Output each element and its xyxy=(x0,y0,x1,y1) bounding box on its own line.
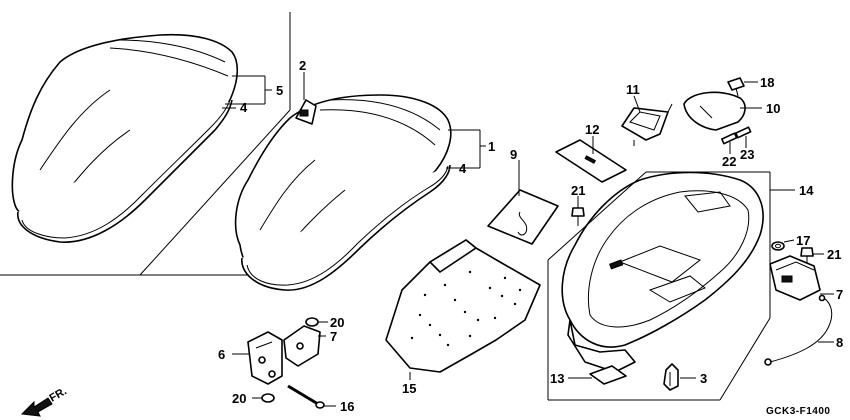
label-9: 8 xyxy=(836,335,843,350)
lock-block xyxy=(769,255,821,301)
pins-22-23 xyxy=(721,126,752,145)
label-19: 18 xyxy=(760,75,774,90)
luggage-box xyxy=(561,171,764,373)
label-5: 5 xyxy=(276,83,283,98)
label-4a: 4 xyxy=(240,100,248,115)
hinge-7 xyxy=(283,325,321,367)
label-15: 14 xyxy=(799,183,814,198)
label-20a: 20 xyxy=(330,315,344,330)
direction-label: FR. xyxy=(48,385,69,404)
cable xyxy=(764,294,833,366)
label-21a: 21 xyxy=(571,183,585,198)
seat-left xyxy=(11,33,239,243)
label-13: 12 xyxy=(585,122,599,137)
label-20b: 20 xyxy=(232,391,246,406)
label-4b: 4 xyxy=(459,161,467,176)
diagram-code: GCK3-F1400 xyxy=(766,406,830,417)
label-14: 13 xyxy=(550,371,564,386)
pin-17 xyxy=(287,384,325,409)
front-direction-arrow: FR. xyxy=(20,385,69,417)
lid xyxy=(683,91,746,131)
latch-hook xyxy=(663,363,679,391)
bracket-6 xyxy=(247,331,283,385)
label-17: 16 xyxy=(340,399,354,414)
nut-20a xyxy=(305,317,319,327)
label-1: 1 xyxy=(488,139,495,154)
document-bag xyxy=(487,189,559,245)
part-labels: 5 4 2 1 4 9 12 11 18 10 22 23 21 14 17 2… xyxy=(218,58,843,417)
label-6: 6 xyxy=(218,347,225,362)
label-12: 11 xyxy=(626,82,640,97)
label-2: 2 xyxy=(299,58,306,73)
strip xyxy=(555,139,627,183)
label-18: 17 xyxy=(796,233,810,248)
nut-18 xyxy=(771,241,785,251)
label-3: 3 xyxy=(700,371,707,386)
screw-21a xyxy=(571,207,585,226)
separator-lines xyxy=(0,12,291,276)
label-23: 23 xyxy=(740,147,754,162)
leader-lines xyxy=(222,72,834,407)
bolt-19 xyxy=(727,77,745,97)
cover-box xyxy=(621,103,673,146)
label-11: 10 xyxy=(766,101,780,116)
label-10: 9 xyxy=(510,147,517,162)
nut-20b xyxy=(261,393,275,403)
label-16: 15 xyxy=(402,381,416,396)
inner-tray xyxy=(385,239,541,373)
lock-clip xyxy=(295,99,317,125)
seat-main xyxy=(234,94,452,291)
pad xyxy=(589,365,627,385)
label-22: 22 xyxy=(722,154,736,169)
label-8: 7 xyxy=(836,287,843,302)
label-7: 7 xyxy=(330,329,337,344)
label-21b: 21 xyxy=(827,247,841,262)
